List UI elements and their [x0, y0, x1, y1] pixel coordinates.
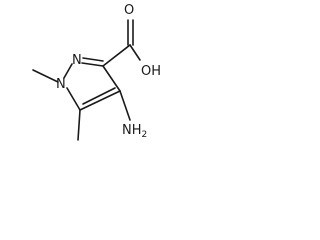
bond-c3-c4 [102, 65, 121, 92]
atom-label-n-left: N [56, 77, 66, 92]
atom-label-n-top: N [72, 53, 82, 68]
atom-labels: N N OH O NH2 [56, 3, 161, 140]
bond-n1-methyl [32, 69, 59, 83]
bond-c5-n1 [66, 87, 81, 111]
bond-n2-c3 [81, 62, 104, 67]
atom-label-amino: NH2 [122, 123, 147, 140]
bond-carboxyl-oh [129, 44, 141, 61]
bond-c4-c5-double [82, 87, 116, 105]
atom-label-hydroxyl: OH [141, 64, 161, 79]
bond-c4-amino [119, 90, 131, 121]
bond-n1-n2 [63, 63, 73, 79]
amino-subscript: 2 [142, 130, 148, 140]
chemical-structure: N N OH O NH2 [32, 3, 161, 141]
bonds [32, 19, 141, 141]
bond-n2-c3-double [82, 57, 104, 62]
bond-c4-c5 [79, 90, 121, 111]
atom-label-carbonyl-o: O [124, 3, 134, 18]
amino-nh: NH [122, 123, 142, 138]
bond-c5-methyl [77, 109, 81, 141]
bond-c3-carboxyl [102, 44, 131, 67]
